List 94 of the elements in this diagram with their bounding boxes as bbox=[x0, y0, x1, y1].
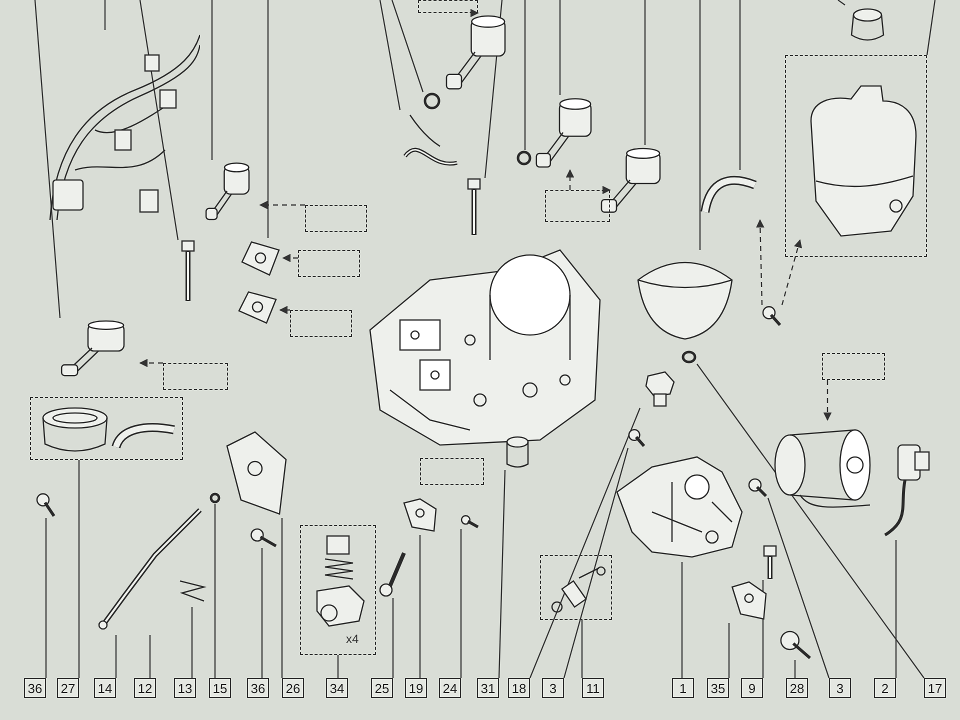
callout-number: 2 bbox=[874, 678, 896, 698]
dashed-label-box bbox=[163, 363, 228, 390]
callout-number: 18 bbox=[508, 678, 530, 698]
dashed-label-box bbox=[290, 310, 352, 337]
callout-number: 24 bbox=[439, 678, 461, 698]
callout-number: 3 bbox=[542, 678, 564, 698]
leader-line bbox=[498, 470, 506, 678]
callout-number: 35 bbox=[707, 678, 729, 698]
o-ring-drawing bbox=[516, 150, 532, 166]
dashed-label-box bbox=[298, 250, 360, 277]
callout-number: 28 bbox=[786, 678, 808, 698]
leader-line bbox=[379, 0, 401, 110]
leader-line bbox=[644, 0, 646, 145]
dashed-group-outline bbox=[540, 555, 612, 620]
dashed-label-box bbox=[545, 190, 610, 222]
leader-line bbox=[149, 635, 151, 678]
leader-line bbox=[838, 0, 846, 6]
screw-drawing bbox=[628, 428, 646, 448]
callout-number: 14 bbox=[94, 678, 116, 698]
leader-line bbox=[794, 660, 796, 678]
screw-drawing bbox=[778, 630, 812, 660]
leader-line bbox=[104, 0, 106, 30]
leader-line bbox=[419, 535, 421, 678]
leader-line bbox=[524, 0, 526, 150]
leader-line bbox=[115, 635, 117, 678]
quantity-label: x4 bbox=[346, 632, 359, 646]
leader-line bbox=[681, 562, 683, 678]
leader-line bbox=[281, 518, 283, 678]
arrow bbox=[781, 239, 802, 306]
callout-number: 27 bbox=[57, 678, 79, 698]
leader-line bbox=[267, 0, 269, 238]
leader-line bbox=[211, 0, 213, 160]
leader-line bbox=[261, 548, 263, 678]
arrow bbox=[823, 380, 832, 421]
arrow bbox=[259, 200, 305, 210]
screw-drawing bbox=[458, 515, 480, 529]
leader-line bbox=[699, 0, 701, 250]
leader-line bbox=[34, 0, 61, 318]
leader-line bbox=[214, 504, 216, 678]
arrow bbox=[602, 186, 611, 194]
leader-line bbox=[696, 364, 924, 678]
leader-line bbox=[139, 0, 179, 240]
dashed-label-box bbox=[418, 0, 478, 13]
leader-line bbox=[78, 460, 80, 678]
leader-line bbox=[739, 0, 741, 170]
leader-line bbox=[559, 0, 561, 95]
leader-line bbox=[563, 448, 629, 678]
callout-number: 25 bbox=[371, 678, 393, 698]
callout-number: 34 bbox=[326, 678, 348, 698]
pressure-sensor-drawing bbox=[238, 238, 283, 278]
leader-line bbox=[581, 620, 583, 678]
leader-line bbox=[926, 0, 936, 56]
screw-drawing bbox=[36, 490, 56, 518]
leader-line bbox=[391, 0, 424, 92]
leader-line bbox=[392, 598, 394, 678]
callout-number: 12 bbox=[134, 678, 156, 698]
leader-line bbox=[895, 540, 897, 678]
callout-number: 11 bbox=[582, 678, 604, 698]
callout-number: 36 bbox=[24, 678, 46, 698]
leader-line bbox=[45, 518, 47, 678]
callout-number: 1 bbox=[672, 678, 694, 698]
callout-number: 17 bbox=[924, 678, 946, 698]
callout-number: 3 bbox=[829, 678, 851, 698]
callout-number: 13 bbox=[174, 678, 196, 698]
leader-line bbox=[529, 408, 641, 678]
callout-number: 15 bbox=[209, 678, 231, 698]
callout-number: 31 bbox=[477, 678, 499, 698]
dashed-label-box bbox=[420, 458, 484, 485]
callout-number: 19 bbox=[405, 678, 427, 698]
o-ring-drawing bbox=[681, 350, 697, 364]
dashed-label-box bbox=[305, 205, 367, 232]
dashed-label-box bbox=[822, 353, 885, 380]
o-ring-drawing bbox=[209, 492, 221, 504]
dashed-group-outline bbox=[300, 525, 376, 655]
leader-line bbox=[191, 607, 193, 678]
callout-number: 26 bbox=[282, 678, 304, 698]
spacer-drawing bbox=[505, 435, 530, 470]
arrow bbox=[756, 219, 764, 306]
screw-drawing bbox=[762, 305, 782, 327]
screw-drawing bbox=[748, 478, 768, 498]
arrow bbox=[470, 9, 479, 17]
o-ring-drawing bbox=[423, 92, 441, 110]
leader-line bbox=[337, 655, 339, 678]
leader-line bbox=[767, 498, 830, 678]
arrow bbox=[139, 358, 163, 368]
dashed-group-outline bbox=[30, 397, 183, 460]
arrow bbox=[279, 306, 290, 314]
arrow bbox=[566, 169, 574, 190]
dashed-group-outline bbox=[785, 55, 927, 257]
leader-line bbox=[728, 623, 730, 678]
callout-number: 9 bbox=[741, 678, 763, 698]
arrow bbox=[282, 254, 298, 262]
leader-line bbox=[460, 529, 462, 678]
callout-number: 36 bbox=[247, 678, 269, 698]
